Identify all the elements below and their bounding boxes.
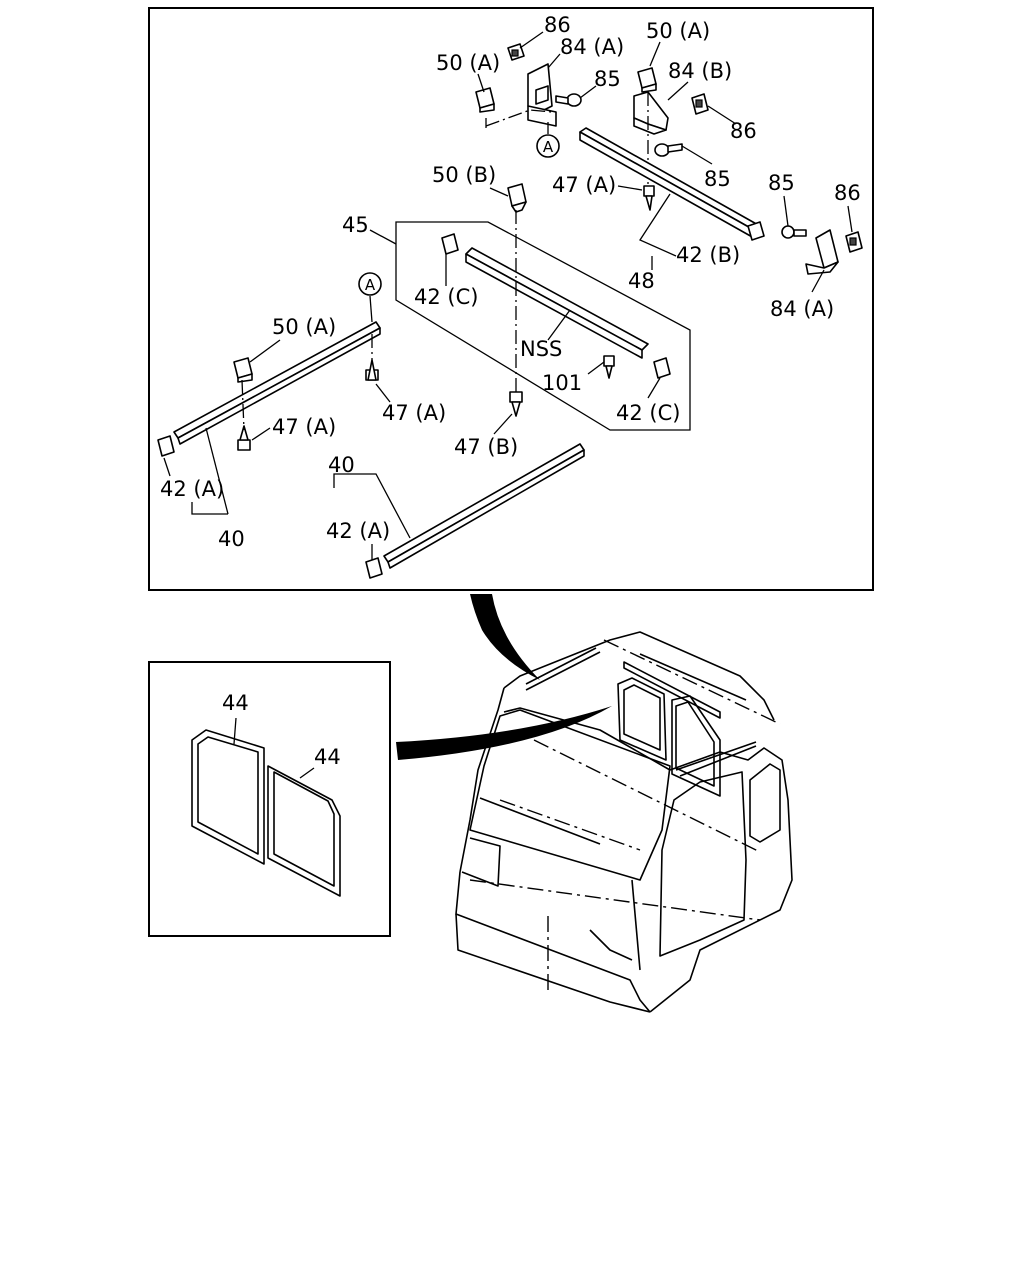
exploded-view-frame bbox=[148, 7, 874, 591]
callout-42a-left: 42 (A) bbox=[160, 477, 224, 501]
centerline-left-1 bbox=[241, 379, 245, 431]
callout-85-far-right: 85 bbox=[768, 171, 795, 195]
callout-ref-a-top: A bbox=[543, 138, 554, 156]
cab-body bbox=[455, 631, 793, 1013]
leader-86-top bbox=[519, 31, 544, 49]
leader-85-far-right bbox=[783, 195, 789, 227]
callout-50a-top-left: 50 (A) bbox=[436, 51, 500, 75]
screw-47a-top bbox=[643, 185, 655, 211]
locator-arrow-side bbox=[396, 706, 612, 760]
ref-a-left-circle bbox=[358, 272, 382, 296]
callout-40-left: 40 bbox=[218, 527, 245, 551]
bracket-84b bbox=[633, 91, 669, 135]
end-cap-42c-left bbox=[441, 233, 459, 255]
end-cap-42a-left bbox=[157, 435, 175, 457]
leader-42c-right bbox=[647, 377, 661, 399]
nut-50a-top-left bbox=[475, 87, 495, 113]
leader-50b bbox=[489, 187, 509, 197]
leader-44-right bbox=[299, 767, 315, 779]
glass-44-right bbox=[267, 765, 341, 897]
leader-42b bbox=[639, 193, 677, 257]
callout-42a-bottom: 42 (A) bbox=[326, 519, 390, 543]
end-cap-42b bbox=[747, 221, 765, 241]
leader-47a-top bbox=[617, 185, 643, 191]
callout-47a-top: 47 (A) bbox=[552, 173, 616, 197]
leader-44-left bbox=[233, 717, 237, 745]
leader-50a-top-right bbox=[649, 41, 661, 67]
screw-47a-mid bbox=[365, 359, 379, 381]
leader-85-right-mid bbox=[681, 145, 713, 165]
callout-40-bottom: 40 bbox=[328, 453, 355, 477]
callout-50a-top-right: 50 (A) bbox=[646, 19, 710, 43]
bracket-84a-far-right bbox=[805, 229, 839, 275]
nut-50a-top-right bbox=[637, 67, 657, 93]
leader-101 bbox=[587, 361, 605, 375]
ref-a-top-circle bbox=[536, 134, 560, 158]
bracket-40-left-b bbox=[205, 427, 229, 515]
centerline-top-left bbox=[485, 109, 553, 127]
rail-40-upper bbox=[173, 321, 381, 445]
callout-44-right: 44 bbox=[314, 745, 341, 769]
callout-84a-far-right: 84 (A) bbox=[770, 297, 834, 321]
callout-50a-left: 50 (A) bbox=[272, 315, 336, 339]
leader-47a-left bbox=[251, 427, 271, 441]
leader-45 bbox=[369, 229, 397, 245]
callout-84b: 84 (B) bbox=[668, 59, 732, 83]
screw-101 bbox=[603, 355, 615, 379]
callout-48: 48 bbox=[628, 269, 655, 293]
callout-nss: NSS bbox=[520, 337, 562, 361]
leader-50a-left bbox=[249, 339, 281, 363]
screw-85-top-left bbox=[555, 93, 582, 107]
leader-85-top-left bbox=[579, 85, 597, 99]
callout-47a-left: 47 (A) bbox=[272, 415, 336, 439]
callout-44-left: 44 bbox=[222, 691, 249, 715]
leader-50a-top-left bbox=[477, 73, 485, 93]
callout-101: 101 bbox=[542, 371, 582, 395]
callout-42c-left: 42 (C) bbox=[414, 285, 478, 309]
callout-47b: 47 (B) bbox=[454, 435, 518, 459]
leader-42a-left bbox=[163, 457, 171, 477]
end-cap-42a-bottom bbox=[365, 557, 383, 579]
callout-ref-a-left: A bbox=[365, 276, 376, 294]
bracket-84a-top bbox=[527, 63, 557, 127]
callout-42b: 42 (B) bbox=[676, 243, 740, 267]
callout-86-far-right: 86 bbox=[834, 181, 861, 205]
leader-86-right-mid bbox=[707, 105, 737, 125]
leader-nss bbox=[547, 309, 571, 341]
callout-84a-top: 84 (A) bbox=[560, 35, 624, 59]
rail-nss bbox=[465, 247, 649, 359]
bracket-40-left bbox=[191, 502, 228, 515]
callout-85-right-mid: 85 bbox=[704, 167, 731, 191]
detail-44-frame bbox=[148, 661, 391, 937]
leader-84a-top bbox=[547, 53, 561, 69]
leader-86-far-right bbox=[847, 205, 853, 233]
group-45-outline bbox=[395, 221, 691, 431]
callout-86-right-mid: 86 bbox=[730, 119, 757, 143]
bracket-40-bottom bbox=[333, 473, 411, 539]
callout-50b: 50 (B) bbox=[432, 163, 496, 187]
leader-47b bbox=[493, 413, 513, 435]
leader-47a-mid bbox=[375, 383, 391, 403]
leader-84a-far-right bbox=[811, 269, 825, 293]
callout-85-top-left: 85 bbox=[594, 67, 621, 91]
clip-86-far-right bbox=[845, 231, 863, 253]
locator-arrow-top bbox=[470, 594, 540, 680]
callout-42c-right: 42 (C) bbox=[616, 401, 680, 425]
screw-47a-left bbox=[237, 425, 251, 451]
screw-47b bbox=[509, 391, 523, 417]
screw-85-far-right bbox=[781, 225, 807, 239]
callout-47a-mid: 47 (A) bbox=[382, 401, 446, 425]
clip-86-right-mid bbox=[691, 93, 709, 115]
callout-45: 45 bbox=[342, 213, 369, 237]
end-cap-42c-right bbox=[653, 357, 671, 379]
clip-50b bbox=[507, 183, 527, 213]
nut-50a-left bbox=[233, 357, 253, 383]
leader-84b bbox=[667, 81, 689, 101]
callout-86-top: 86 bbox=[544, 13, 571, 37]
rail-40-lower bbox=[383, 443, 585, 569]
leader-a-left bbox=[369, 295, 373, 323]
glass-44-left bbox=[191, 729, 265, 865]
screw-85-right-mid bbox=[654, 143, 683, 157]
